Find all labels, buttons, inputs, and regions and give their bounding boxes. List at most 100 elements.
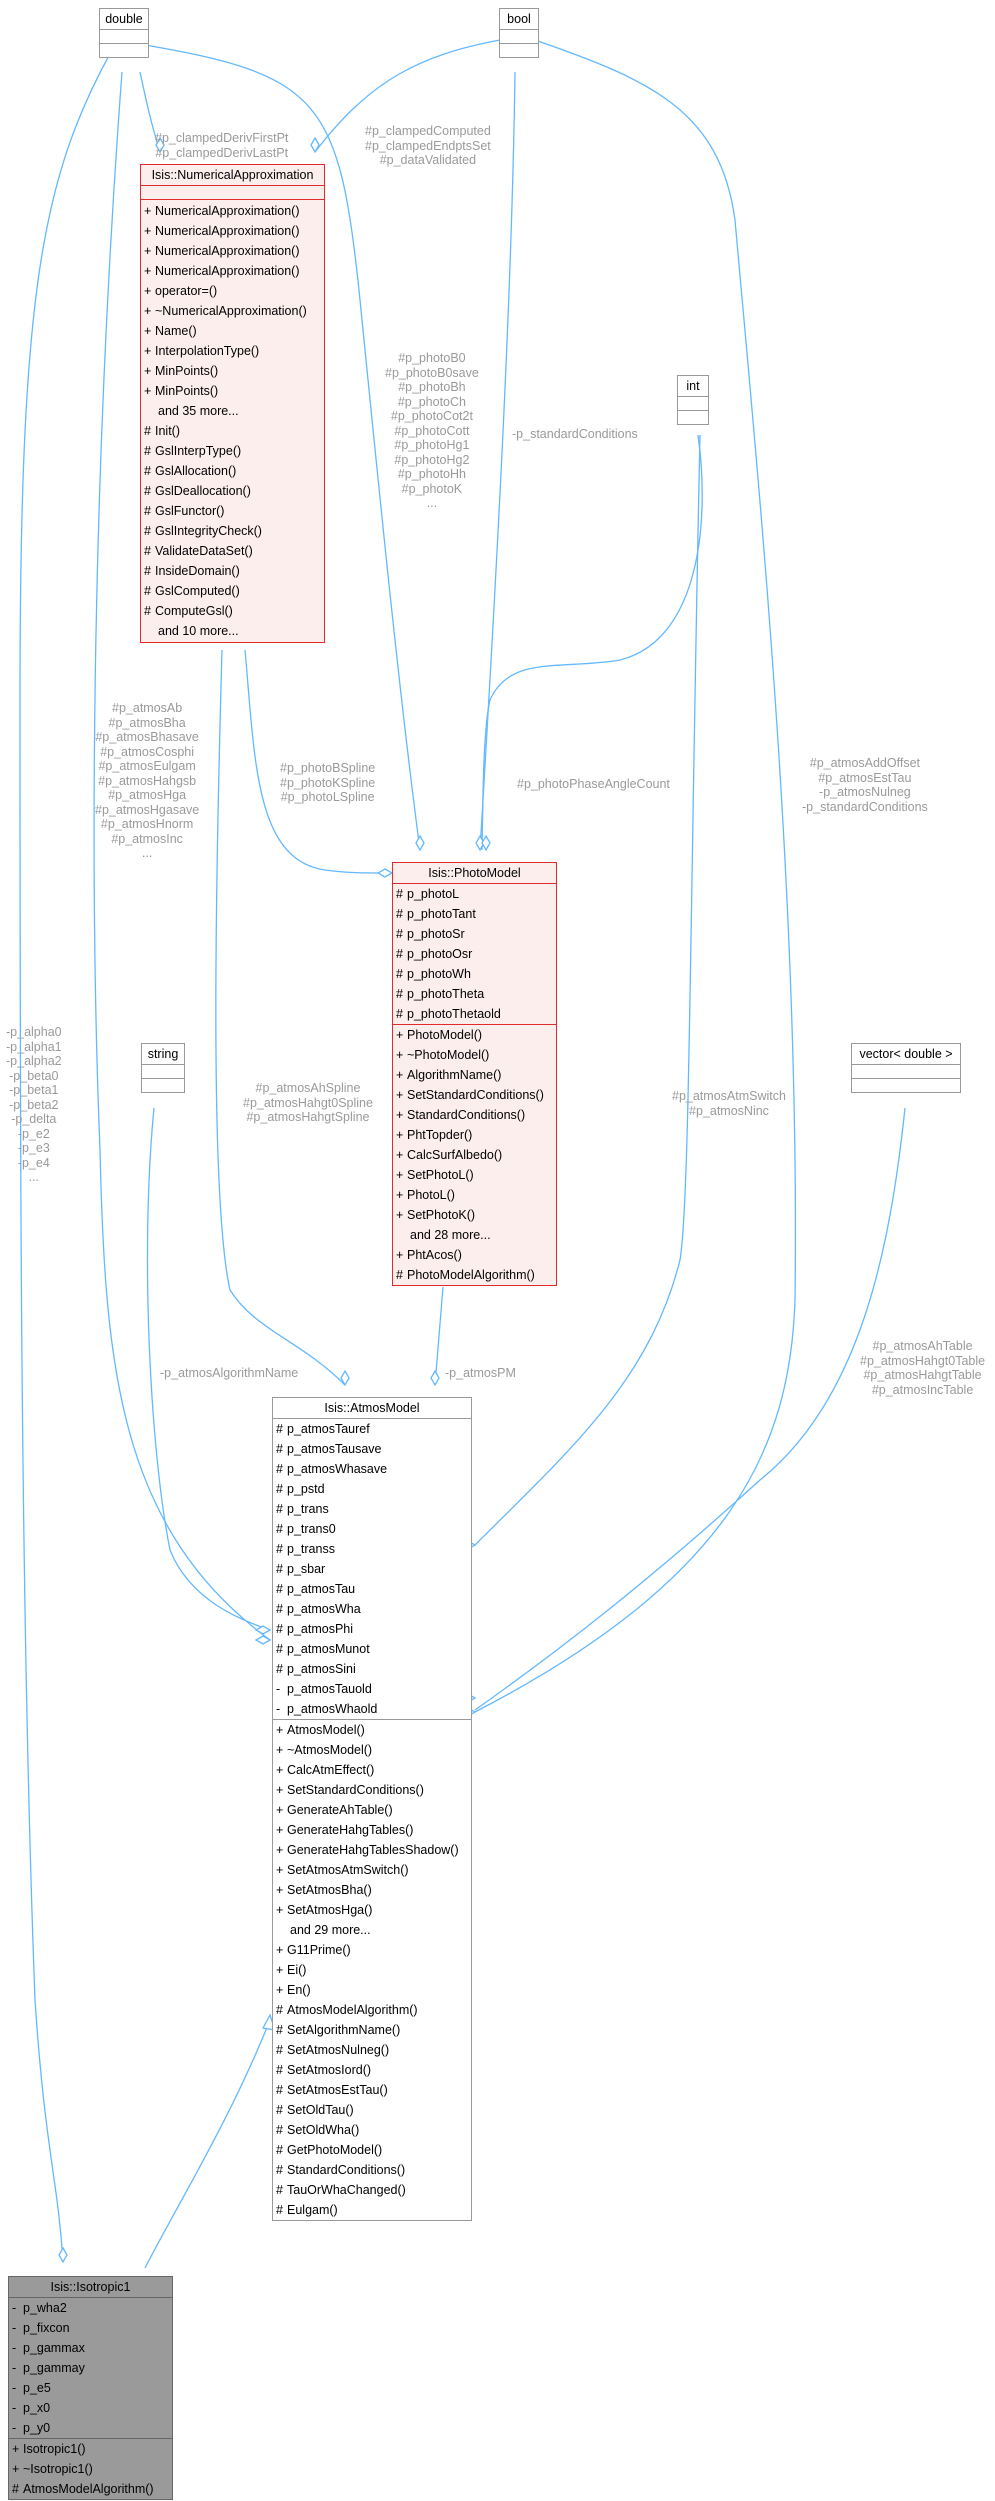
node-vector-double[interactable]: vector< double > [851, 1043, 961, 1093]
more-members-link[interactable]: and 10 more... [141, 621, 324, 641]
method-item[interactable]: #SetAtmosIord() [273, 2060, 471, 2080]
method-item[interactable]: +~AtmosModel() [273, 1740, 471, 1760]
method-item[interactable]: #GslInterpType() [141, 441, 324, 461]
attribute-item[interactable]: -p_gammax [9, 2338, 172, 2358]
attribute-item[interactable]: -p_e5 [9, 2378, 172, 2398]
method-item[interactable]: +NumericalApproximation() [141, 241, 324, 261]
attribute-item[interactable]: #p_photoThetaold [393, 1004, 556, 1024]
attribute-item[interactable]: #p_photoTheta [393, 984, 556, 1004]
method-item[interactable]: #SetAlgorithmName() [273, 2020, 471, 2040]
method-item[interactable]: +SetStandardConditions() [273, 1780, 471, 1800]
node-isotropic1[interactable]: Isis::Isotropic1 -p_wha2-p_fixcon-p_gamm… [8, 2276, 173, 2500]
method-item[interactable]: #Eulgam() [273, 2200, 471, 2220]
attribute-item[interactable]: -p_atmosWhaold [273, 1699, 471, 1719]
method-item[interactable]: +MinPoints() [141, 361, 324, 381]
more-members-link[interactable]: and 28 more... [393, 1225, 556, 1245]
method-item[interactable]: +GenerateHahgTablesShadow() [273, 1840, 471, 1860]
method-item[interactable]: #PhotoModelAlgorithm() [393, 1265, 556, 1285]
attribute-item[interactable]: #p_atmosTauref [273, 1419, 471, 1439]
method-item[interactable]: +AtmosModel() [273, 1720, 471, 1740]
method-item[interactable]: +SetAtmosHga() [273, 1900, 471, 1920]
attribute-item[interactable]: #p_sbar [273, 1559, 471, 1579]
node-numerical-approximation[interactable]: Isis::NumericalApproximation +NumericalA… [140, 164, 325, 643]
method-item[interactable]: +AlgorithmName() [393, 1065, 556, 1085]
method-item[interactable]: #StandardConditions() [273, 2160, 471, 2180]
attribute-item[interactable]: #p_photoOsr [393, 944, 556, 964]
node-atmos-model[interactable]: Isis::AtmosModel #p_atmosTauref#p_atmosT… [272, 1397, 472, 2221]
more-members-link[interactable]: and 29 more... [273, 1920, 471, 1940]
attribute-item[interactable]: #p_photoWh [393, 964, 556, 984]
method-item[interactable]: +SetPhotoK() [393, 1205, 556, 1225]
method-item[interactable]: +NumericalApproximation() [141, 201, 324, 221]
attribute-item[interactable]: #p_atmosMunot [273, 1639, 471, 1659]
attribute-item[interactable]: #p_photoSr [393, 924, 556, 944]
method-item[interactable]: #SetOldWha() [273, 2120, 471, 2140]
attribute-item[interactable]: #p_trans [273, 1499, 471, 1519]
attribute-item[interactable]: #p_atmosWha [273, 1599, 471, 1619]
method-item[interactable]: +PhtAcos() [393, 1245, 556, 1265]
method-item[interactable]: +Isotropic1() [9, 2439, 172, 2459]
method-item[interactable]: +~PhotoModel() [393, 1045, 556, 1065]
method-item[interactable]: +GenerateHahgTables() [273, 1820, 471, 1840]
attribute-item[interactable]: #p_photoL [393, 884, 556, 904]
attribute-item[interactable]: #p_photoTant [393, 904, 556, 924]
method-item[interactable]: +CalcSurfAlbedo() [393, 1145, 556, 1165]
method-item[interactable]: +PhotoModel() [393, 1025, 556, 1045]
method-item[interactable]: +PhtTopder() [393, 1125, 556, 1145]
method-item[interactable]: #AtmosModelAlgorithm() [9, 2479, 172, 2499]
method-item[interactable]: +SetAtmosBha() [273, 1880, 471, 1900]
more-members-link[interactable]: and 35 more... [141, 401, 324, 421]
method-item[interactable]: +En() [273, 1980, 471, 2000]
method-item[interactable]: +~Isotropic1() [9, 2459, 172, 2479]
attribute-item[interactable]: -p_x0 [9, 2398, 172, 2418]
method-item[interactable]: #GslDeallocation() [141, 481, 324, 501]
method-item[interactable]: +PhotoL() [393, 1185, 556, 1205]
method-item[interactable]: +SetAtmosAtmSwitch() [273, 1860, 471, 1880]
method-item[interactable]: #GslIntegrityCheck() [141, 521, 324, 541]
method-item[interactable]: +NumericalApproximation() [141, 221, 324, 241]
attribute-item[interactable]: #p_trans0 [273, 1519, 471, 1539]
method-item[interactable]: +CalcAtmEffect() [273, 1760, 471, 1780]
method-item[interactable]: +operator=() [141, 281, 324, 301]
attribute-item[interactable]: -p_fixcon [9, 2318, 172, 2338]
method-item[interactable]: +MinPoints() [141, 381, 324, 401]
method-item[interactable]: #AtmosModelAlgorithm() [273, 2000, 471, 2020]
node-bool[interactable]: bool [499, 8, 539, 58]
method-item[interactable]: #GslComputed() [141, 581, 324, 601]
method-item[interactable]: #SetAtmosNulneg() [273, 2040, 471, 2060]
attribute-item[interactable]: -p_y0 [9, 2418, 172, 2438]
method-item[interactable]: +Name() [141, 321, 324, 341]
node-string[interactable]: string [141, 1043, 185, 1093]
method-item[interactable]: #SetAtmosEstTau() [273, 2080, 471, 2100]
method-item[interactable]: #ValidateDataSet() [141, 541, 324, 561]
method-item[interactable]: +InterpolationType() [141, 341, 324, 361]
method-item[interactable]: #Init() [141, 421, 324, 441]
attribute-item[interactable]: #p_atmosSini [273, 1659, 471, 1679]
method-item[interactable]: +~NumericalApproximation() [141, 301, 324, 321]
node-photo-model[interactable]: Isis::PhotoModel #p_photoL#p_photoTant#p… [392, 862, 557, 1286]
method-item[interactable]: +StandardConditions() [393, 1105, 556, 1125]
method-item[interactable]: +NumericalApproximation() [141, 261, 324, 281]
attribute-item[interactable]: #p_atmosPhi [273, 1619, 471, 1639]
method-item[interactable]: #GslFunctor() [141, 501, 324, 521]
method-item[interactable]: #TauOrWhaChanged() [273, 2180, 471, 2200]
method-item[interactable]: #ComputeGsl() [141, 601, 324, 621]
attribute-item[interactable]: -p_wha2 [9, 2298, 172, 2318]
attribute-item[interactable]: #p_transs [273, 1539, 471, 1559]
attribute-item[interactable]: #p_atmosTausave [273, 1439, 471, 1459]
method-item[interactable]: #GetPhotoModel() [273, 2140, 471, 2160]
method-item[interactable]: +GenerateAhTable() [273, 1800, 471, 1820]
attribute-item[interactable]: -p_gammay [9, 2358, 172, 2378]
node-int[interactable]: int [677, 375, 709, 425]
method-item[interactable]: +SetStandardConditions() [393, 1085, 556, 1105]
attribute-item[interactable]: #p_atmosWhasave [273, 1459, 471, 1479]
method-item[interactable]: +G11Prime() [273, 1940, 471, 1960]
attribute-item[interactable]: #p_pstd [273, 1479, 471, 1499]
method-item[interactable]: #GslAllocation() [141, 461, 324, 481]
attribute-item[interactable]: #p_atmosTau [273, 1579, 471, 1599]
method-item[interactable]: +Ei() [273, 1960, 471, 1980]
node-double[interactable]: double [99, 8, 149, 58]
method-item[interactable]: #SetOldTau() [273, 2100, 471, 2120]
attribute-item[interactable]: -p_atmosTauold [273, 1679, 471, 1699]
method-item[interactable]: #InsideDomain() [141, 561, 324, 581]
